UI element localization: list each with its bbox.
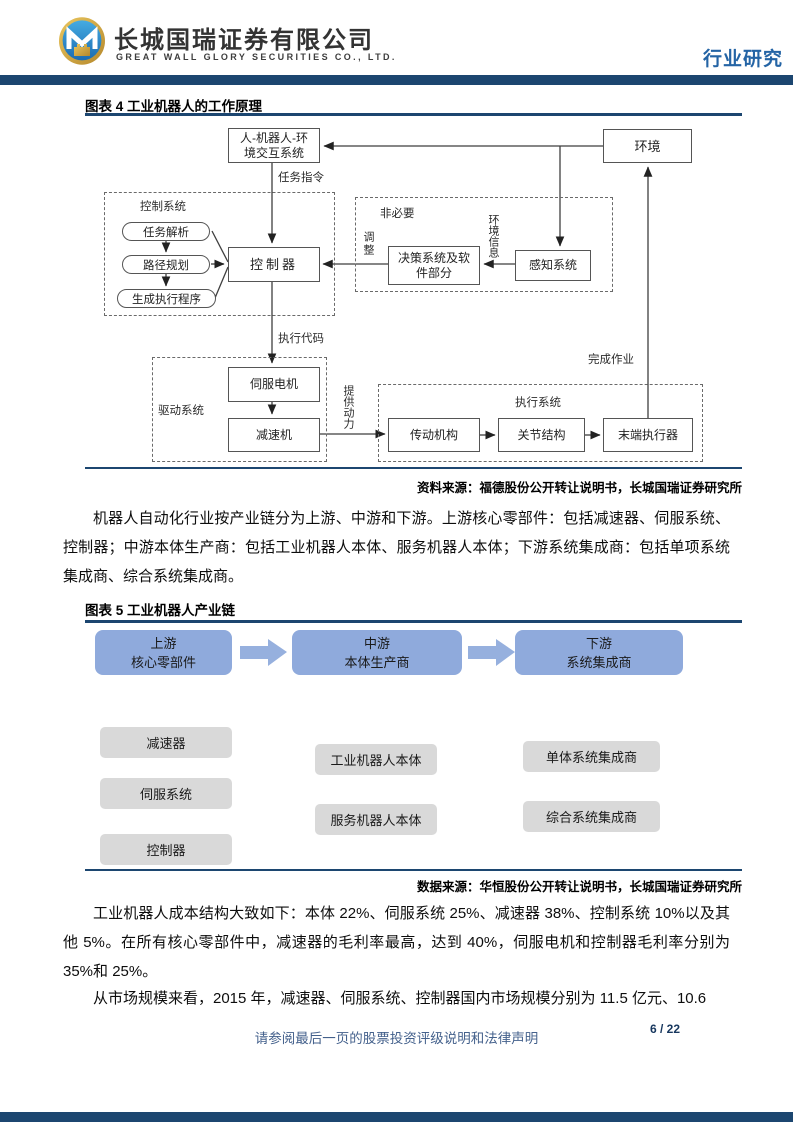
pill-path-planning: 路径规划 (122, 255, 210, 274)
figure5-top-rule (85, 620, 742, 623)
stage-downstream-line2: 系统集成商 (566, 654, 632, 670)
logo-emblem-icon (59, 17, 105, 65)
drive-system-label: 驱动系统 (158, 405, 204, 417)
node-environment: 环境 (603, 129, 692, 163)
execution-system-label: 执行系统 (515, 397, 561, 409)
stage-arrow-1 (240, 639, 287, 666)
node-decision-line2: 件部分 (415, 265, 452, 280)
label-env-info: 环境信息 (487, 214, 499, 258)
figure5-bottom-rule (85, 869, 742, 871)
stage-arrow-2 (468, 639, 515, 666)
pill-task-parsing: 任务解析 (122, 222, 210, 241)
pill-generate-program: 生成执行程序 (117, 289, 216, 308)
report-type-label: 行业研究 (702, 49, 783, 70)
figure4-top-rule (85, 113, 742, 116)
item-controller: 控制器 (100, 834, 232, 865)
item-service-robot-body: 服务机器人本体 (315, 804, 437, 835)
control-system-label: 控制系统 (140, 201, 186, 213)
node-servo-motor: 伺服电机 (228, 367, 320, 402)
execution-system-group (378, 384, 703, 462)
optional-group (355, 197, 613, 292)
label-complete-task: 完成作业 (588, 354, 634, 366)
node-human-env: 人-机器人-环 境交互系统 (228, 128, 320, 163)
node-joint: 关节结构 (498, 418, 585, 452)
node-reducer: 减速机 (228, 418, 320, 452)
header-divider-bar (0, 75, 793, 85)
stage-downstream: 下游 系统集成商 (515, 630, 683, 675)
node-perception: 感知系统 (515, 250, 591, 281)
node-transmission: 传动机构 (388, 418, 480, 452)
figure4-source: 资料来源：福德股份公开转让说明书，长城国瑞证券研究所 (416, 481, 742, 495)
stage-midstream: 中游 本体生产商 (292, 630, 462, 675)
page-number: 6 / 22 (649, 1022, 680, 1036)
company-name-cn: 长城国瑞证券有限公司 (114, 27, 374, 54)
label-exec-code: 执行代码 (278, 333, 324, 345)
item-reducer: 减速器 (100, 727, 232, 758)
paragraph-market-size: 从市场规模来看，2015 年，减速器、伺服系统、控制器国内市场规模分别为 11.… (93, 990, 707, 1007)
stage-upstream-line1: 上游 (150, 635, 177, 651)
stage-upstream: 上游 核心零部件 (95, 630, 232, 675)
stage-upstream-line2: 核心零部件 (130, 654, 196, 670)
node-human-env-line1: 人-机器人-环 (240, 130, 308, 145)
label-task-command: 任务指令 (278, 172, 324, 184)
item-single-integrator: 单体系统集成商 (523, 741, 660, 772)
figure4-title: 图表 4 工业机器人的工作原理 (85, 99, 263, 114)
node-decision-line1: 决策系统及软 (397, 250, 470, 265)
label-adjust: 调整 (362, 231, 374, 257)
paragraph-cost-structure: 工业机器人成本结构大致如下：本体 22%、伺服系统 25%、减速器 38%、控制… (63, 905, 730, 980)
item-industrial-robot-body: 工业机器人本体 (315, 744, 437, 775)
node-decision: 决策系统及软 件部分 (388, 246, 480, 285)
company-name-en: GREAT WALL GLORY SECURITIES CO., LTD. (116, 52, 397, 62)
figure5-source: 数据来源：华恒股份公开转让说明书，长城国瑞证券研究所 (416, 880, 742, 894)
stage-midstream-line1: 中游 (363, 635, 390, 651)
footer-disclaimer: 请参阅最后一页的股票投资评级说明和法律声明 (254, 1031, 539, 1046)
stage-midstream-line2: 本体生产商 (344, 654, 410, 670)
company-logo-icon (58, 17, 106, 65)
node-controller: 控制器 (228, 247, 320, 282)
item-servo-system: 伺服系统 (100, 778, 232, 809)
label-provide-power: 提供动力 (342, 385, 354, 429)
figure4-bottom-rule (85, 467, 742, 469)
node-human-env-line2: 境交互系统 (243, 145, 304, 160)
footer-divider-bar (0, 1112, 793, 1122)
stage-downstream-line1: 下游 (585, 635, 612, 651)
node-end-effector: 末端执行器 (603, 418, 693, 452)
control-system-group (104, 192, 335, 316)
item-comprehensive-integrator: 综合系统集成商 (523, 801, 660, 832)
paragraph-industry-chain: 机器人自动化行业按产业链分为上游、中游和下游。上游核心零部件：包括减速器、伺服系… (63, 510, 730, 585)
optional-label: 非必要 (380, 208, 415, 220)
figure5-title: 图表 5 工业机器人产业链 (85, 603, 236, 618)
drive-system-group (152, 357, 327, 462)
